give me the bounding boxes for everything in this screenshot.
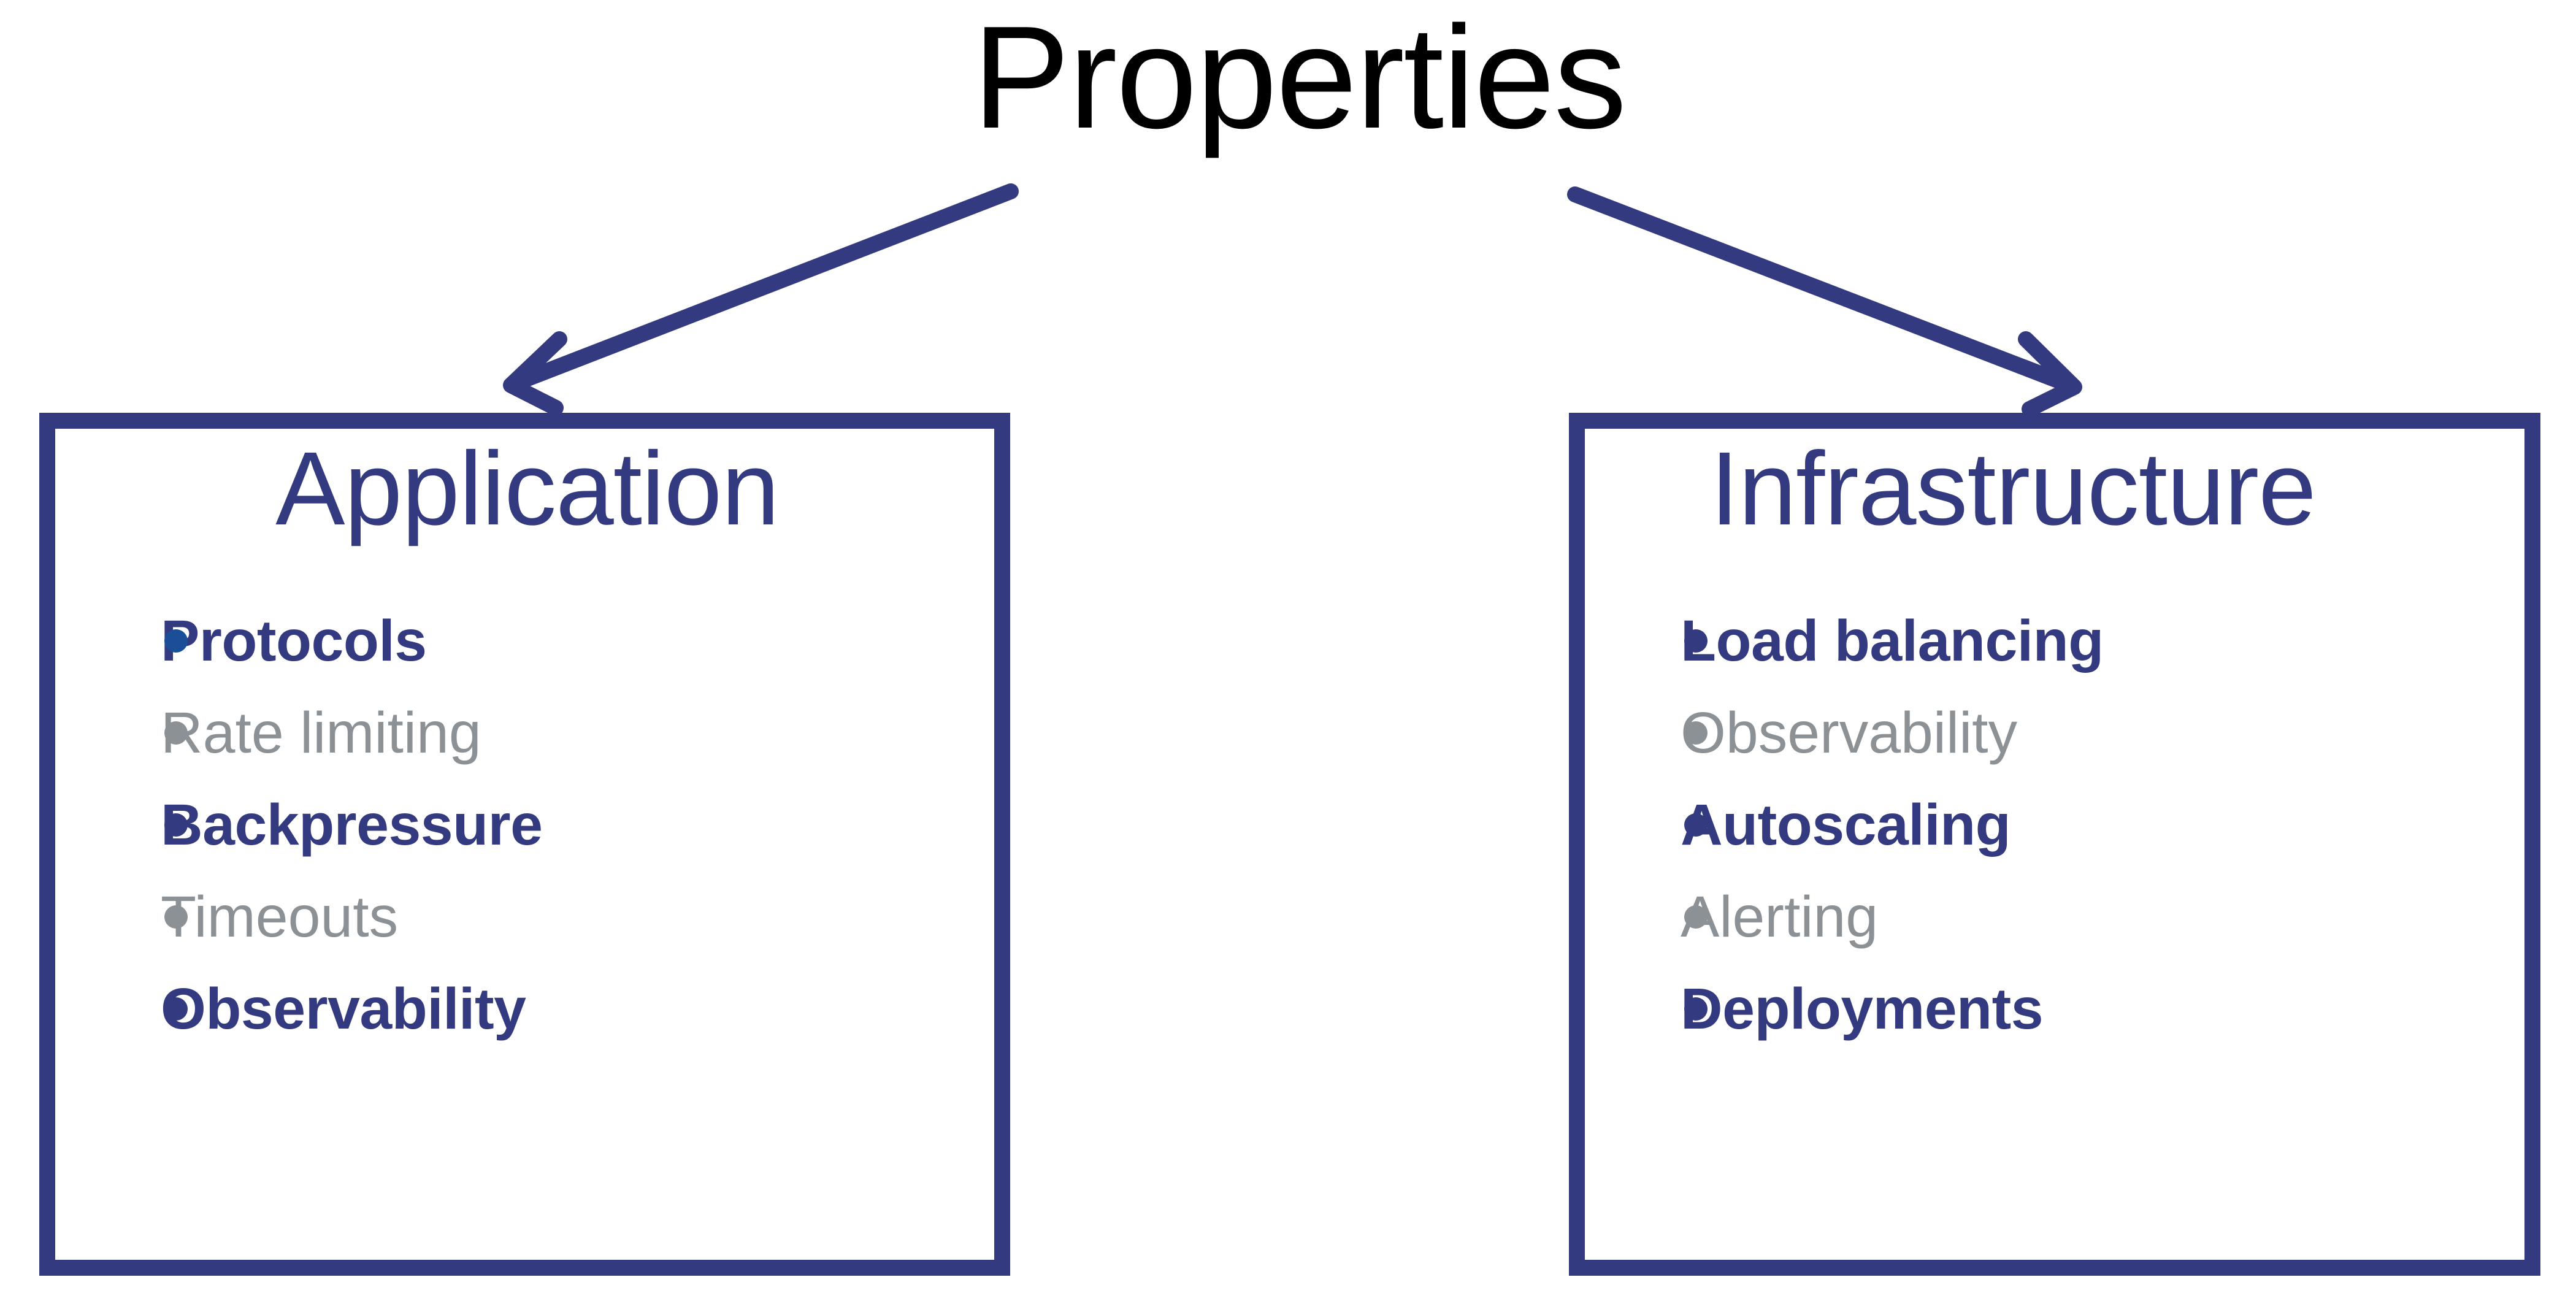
list-item-label: Protocols — [161, 608, 427, 673]
list-item[interactable]: Load balancing — [1585, 595, 2524, 687]
bullet-icon — [1684, 629, 1708, 653]
list-item-label: Observability — [1681, 700, 2018, 765]
root-node-title: Properties — [0, 5, 2576, 151]
bullet-icon — [1684, 997, 1708, 1021]
list-item-label: Alerting — [1681, 884, 1879, 949]
bullet-icon — [164, 997, 188, 1021]
list-item-label: Backpressure — [161, 792, 543, 857]
node-application-heading: Application — [275, 431, 780, 547]
list-item[interactable]: Rate limiting — [55, 687, 994, 779]
bullet-icon — [164, 813, 188, 837]
node-infrastructure[interactable]: Infrastructure Load balancing Observabil… — [1569, 413, 2540, 1276]
list-item-label: Deployments — [1681, 976, 2044, 1041]
root-node-label: Properties — [972, 0, 1627, 159]
list-item[interactable]: Deployments — [1585, 963, 2524, 1055]
bullet-icon — [164, 905, 188, 929]
bullet-icon — [1684, 721, 1708, 745]
edge-to-infrastructure-arrow — [1567, 186, 2082, 417]
list-item-label: Autoscaling — [1681, 792, 2011, 857]
edge-to-application-arrow — [503, 183, 1019, 416]
list-item[interactable]: Observability — [55, 963, 994, 1055]
list-item[interactable]: Autoscaling — [1585, 779, 2524, 871]
list-item[interactable]: Backpressure — [55, 779, 994, 871]
list-item[interactable]: Alerting — [1585, 871, 2524, 963]
bullet-icon — [164, 721, 188, 745]
list-item-label: Timeouts — [161, 884, 399, 949]
list-item[interactable]: Protocols — [55, 595, 994, 687]
list-item[interactable]: Observability — [1585, 687, 2524, 779]
bullet-icon — [1684, 905, 1708, 929]
node-infrastructure-heading: Infrastructure — [1710, 431, 2316, 547]
property-list-infrastructure: Load balancing Observability Autoscaling… — [1585, 595, 2524, 1055]
bullet-icon — [1684, 813, 1708, 837]
node-application[interactable]: Application Protocols Rate limiting Back… — [39, 413, 1010, 1276]
property-list-application: Protocols Rate limiting Backpressure Tim… — [55, 595, 994, 1055]
bullet-icon — [164, 629, 188, 653]
list-item-label: Load balancing — [1681, 608, 2104, 673]
list-item-label: Observability — [161, 976, 526, 1041]
list-item-label: Rate limiting — [161, 700, 481, 765]
list-item[interactable]: Timeouts — [55, 871, 994, 963]
